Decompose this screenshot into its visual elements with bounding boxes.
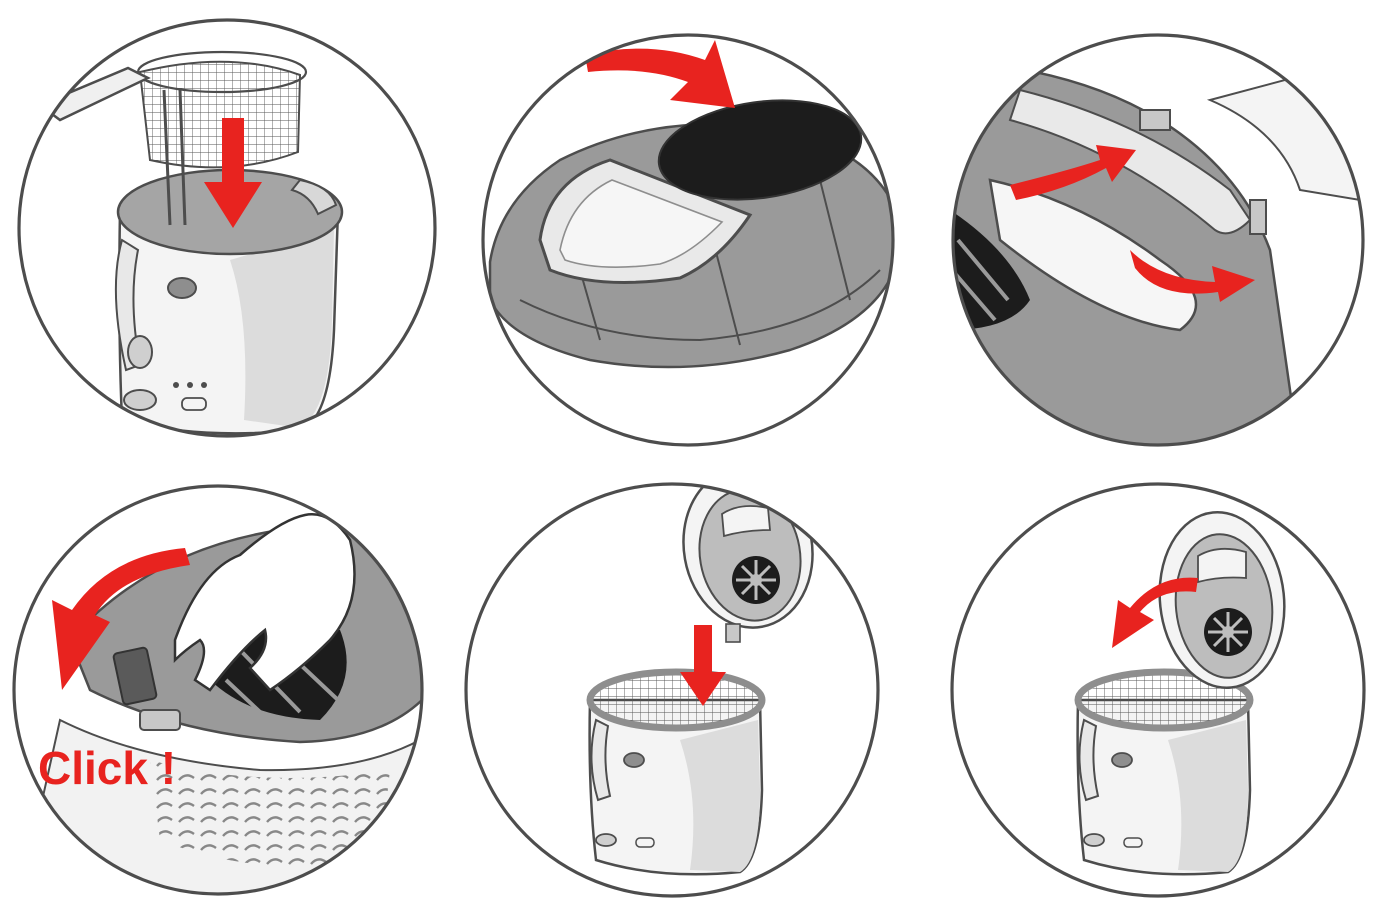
lid-attach-down-icon (586, 484, 814, 876)
step-2-panel (481, 33, 895, 447)
step-4-panel: Click ! (12, 484, 424, 896)
step-5-panel (464, 482, 880, 898)
filter-cover-click-icon (18, 513, 422, 894)
step-2-frame (481, 33, 895, 447)
step-3-frame (951, 33, 1365, 447)
step-3-panel (951, 33, 1365, 447)
fryer-basket-insert-icon (37, 50, 344, 435)
step-4-frame (12, 484, 424, 896)
lid-filter-rotate-icon (488, 40, 893, 369)
click-label: Click ! (38, 742, 176, 794)
step-1-panel (17, 18, 437, 438)
step-5-frame (464, 482, 880, 898)
lid-close-back-icon (1074, 510, 1286, 876)
step-6-frame (950, 482, 1366, 898)
step-6-panel (950, 482, 1366, 898)
filter-cover-unclip-icon (953, 58, 1361, 445)
step-1-frame (17, 18, 437, 438)
